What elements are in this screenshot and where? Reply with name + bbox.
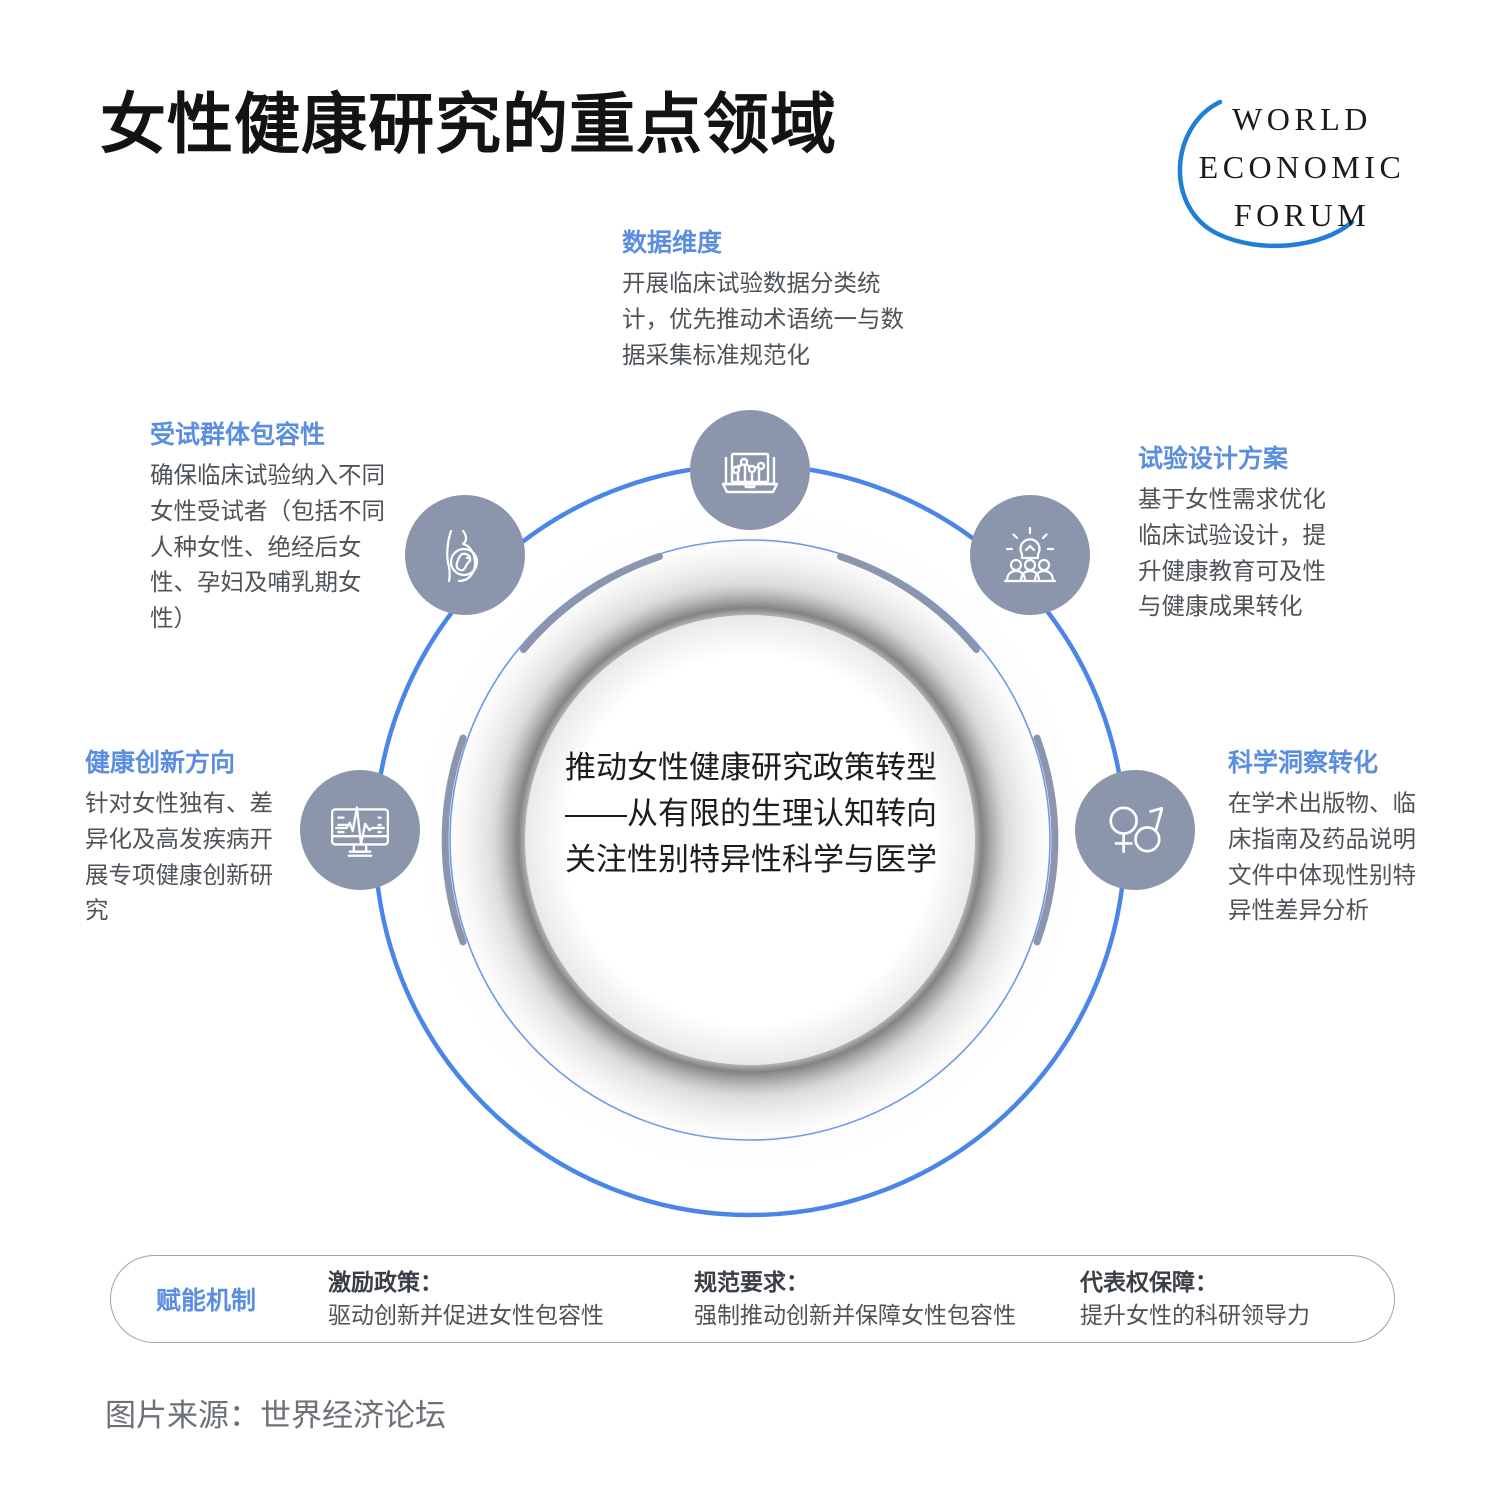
enablers-pill: 赋能机制 激励政策： 驱动创新并促进女性包容性 规范要求： 强制推动创新并保障女… bbox=[110, 1255, 1395, 1343]
gender-symbols-icon bbox=[1109, 806, 1164, 853]
node-design[interactable] bbox=[970, 495, 1090, 615]
wef-logo-svg: WORLD ECONOMIC FORUM bbox=[1177, 99, 1406, 249]
node-inclusion[interactable] bbox=[405, 495, 525, 615]
wef-logo: WORLD ECONOMIC FORUM bbox=[1152, 82, 1452, 262]
ecg-monitor-icon bbox=[331, 806, 389, 857]
callout-innovation-title: 健康创新方向 bbox=[85, 749, 236, 777]
laptop-chart-icon bbox=[721, 452, 779, 494]
callout-data: 数据维度 开展临床试验数据分类统计，优先推动术语统一与数据采集标准规范化 bbox=[622, 228, 904, 373]
enabler-value: 驱动创新并促进女性包容性 bbox=[328, 1302, 604, 1328]
callout-insight-body: 在学术出版物、临床指南及药品说明文件中体现性别特异性差异分析 bbox=[1228, 790, 1416, 924]
callout-data-body: 开展临床试验数据分类统计，优先推动术语统一与数据采集标准规范化 bbox=[622, 270, 904, 368]
lightbulb-people-icon bbox=[1003, 526, 1057, 583]
inner-blue-ring bbox=[449, 539, 1051, 1141]
callout-design-title: 试验设计方案 bbox=[1138, 445, 1289, 473]
callout-innovation: 健康创新方向 针对女性独有、差异化及高发疾病开展专项健康创新研究 bbox=[85, 748, 285, 929]
callout-inclusion: 受试群体包容性 确保临床试验纳入不同女性受试者（包括不同人种女性、绝经后女性、孕… bbox=[150, 420, 390, 637]
diagram-rings bbox=[350, 440, 1150, 1240]
enabler-key: 激励政策： bbox=[328, 1268, 443, 1295]
source-credit: 图片来源：世界经济论坛 bbox=[105, 1398, 446, 1433]
enabler-item-mandate: 规范要求： 强制推动创新并保障女性包容性 bbox=[694, 1267, 1080, 1331]
enabler-value: 强制推动创新并保障女性包容性 bbox=[694, 1302, 1016, 1328]
callout-design: 试验设计方案 基于女性需求优化临床试验设计，提升健康教育可及性与健康成果转化 bbox=[1138, 444, 1348, 625]
enabler-key: 规范要求： bbox=[694, 1268, 809, 1295]
enabler-item-representation: 代表权保障： 提升女性的科研领导力 bbox=[1080, 1267, 1394, 1331]
enabler-item-incentive: 激励政策： 驱动创新并促进女性包容性 bbox=[328, 1267, 694, 1331]
enabler-value: 提升女性的科研领导力 bbox=[1080, 1302, 1310, 1328]
enablers-row: 赋能机制 激励政策： 驱动创新并促进女性包容性 规范要求： 强制推动创新并保障女… bbox=[111, 1256, 1394, 1342]
callout-inclusion-title: 受试群体包容性 bbox=[150, 421, 326, 449]
center-hub bbox=[525, 615, 975, 1065]
node-data[interactable] bbox=[690, 410, 810, 530]
enabler-key: 代表权保障： bbox=[1080, 1268, 1218, 1295]
callout-innovation-body: 针对女性独有、差异化及高发疾病开展专项健康创新研究 bbox=[85, 790, 273, 924]
node-innovation[interactable] bbox=[300, 770, 420, 890]
pregnancy-icon bbox=[446, 529, 479, 583]
connector-arcs bbox=[441, 553, 1059, 946]
center-statement: 推动女性健康研究政策转型——从有限的生理认知转向关注性别特异性科学与医学 bbox=[565, 750, 937, 877]
node-insight[interactable] bbox=[1075, 770, 1195, 890]
wef-arc-icon bbox=[1177, 99, 1355, 249]
callout-data-title: 数据维度 bbox=[622, 229, 723, 257]
circular-diagram bbox=[280, 400, 1220, 1250]
callout-insight: 科学洞察转化 在学术出版物、临床指南及药品说明文件中体现性别特异性差异分析 bbox=[1228, 748, 1433, 929]
enablers-columns: 激励政策： 驱动创新并促进女性包容性 规范要求： 强制推动创新并保障女性包容性 … bbox=[328, 1267, 1394, 1331]
callout-design-body: 基于女性需求优化临床试验设计，提升健康教育可及性与健康成果转化 bbox=[1138, 486, 1326, 620]
enablers-label: 赋能机制 bbox=[156, 1287, 257, 1315]
logo-line-3: FORUM bbox=[1234, 197, 1370, 233]
logo-line-1: WORLD bbox=[1232, 101, 1372, 137]
page-title: 女性健康研究的重点领域 bbox=[100, 87, 837, 161]
logo-line-2: ECONOMIC bbox=[1199, 149, 1406, 185]
callout-insight-title: 科学洞察转化 bbox=[1228, 749, 1379, 777]
callout-inclusion-body: 确保临床试验纳入不同女性受试者（包括不同人种女性、绝经后女性、孕妇及哺乳期女性） bbox=[150, 462, 385, 632]
